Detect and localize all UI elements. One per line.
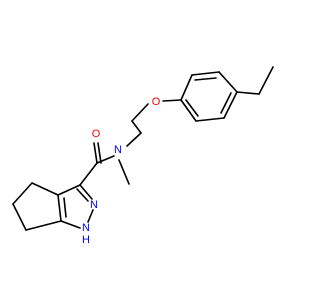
bond-carbonyl-2 bbox=[97, 142, 102, 164]
atom-nitrogen-amide: N bbox=[114, 144, 122, 156]
atom-nitrogen-pyrazole: N bbox=[90, 199, 98, 211]
bond-benzene-1 bbox=[218, 71, 238, 93]
oxygen-ether-label: O bbox=[152, 96, 161, 108]
molecule-structure: O O N N N H bbox=[12, 66, 274, 246]
bond-cyclopentane-3 bbox=[12, 203, 27, 231]
bond-pyrazole-n2-c3-double bbox=[76, 188, 89, 202]
bond-ch2-ch2 bbox=[131, 120, 142, 134]
bond-carbonyl-pyrazole bbox=[79, 162, 98, 186]
bond-benzene-5 bbox=[195, 117, 225, 122]
bond-pyrazole-c6a-n1 bbox=[60, 220, 81, 229]
bond-benzene-6 bbox=[223, 91, 238, 119]
bond-benzene-3 bbox=[180, 74, 193, 101]
bond-n-methyl bbox=[118, 159, 130, 185]
atom-oxygen-ether: O bbox=[152, 96, 161, 108]
bond-carbonyl-1 bbox=[93, 142, 98, 164]
molecule-canvas: O O N N N H bbox=[12, 66, 274, 246]
bond-pyrazole-c3a-c6a-double bbox=[63, 197, 67, 218]
bond-benzene-double-1 bbox=[194, 77, 217, 81]
bond-pyrazole-n1-n2 bbox=[87, 209, 94, 223]
oxygen-carbonyl-label: O bbox=[92, 128, 101, 140]
bond-cyclopentane-1 bbox=[31, 182, 59, 196]
bond-cyclopentane-4 bbox=[25, 220, 62, 231]
bond-benzene-2 bbox=[191, 71, 220, 76]
bond-oxygen-ch2 bbox=[131, 103, 149, 122]
bond-benzene-double-2 bbox=[185, 99, 199, 117]
atom-oxygen-carbonyl: O bbox=[92, 128, 101, 140]
bond-pyrazole-c3-c3a bbox=[57, 184, 81, 196]
bond-ethyl-ch2 bbox=[236, 91, 260, 95]
bond-pyrazole-c3a-c6a bbox=[57, 194, 62, 222]
bond-pyrazole-n2-c3 bbox=[79, 184, 93, 200]
nitrogen-amide-label: N bbox=[114, 144, 122, 156]
bond-benzene-4 bbox=[180, 99, 197, 122]
atom-nitrogen-pyrazole-h: N H bbox=[82, 222, 90, 246]
nitrogen-pyrazole-h-label: N bbox=[82, 222, 90, 234]
bond-amide-n-carbon bbox=[96, 155, 115, 164]
nitrogen-pyrazole-label: N bbox=[90, 199, 98, 211]
bond-ethyl-ch3 bbox=[258, 66, 274, 95]
bond-aryl-oxygen bbox=[162, 99, 182, 102]
bond-ch2-ch2-b bbox=[126, 132, 142, 147]
hydrogen-pyrazole-label: H bbox=[82, 234, 90, 246]
bond-benzene-double-3 bbox=[220, 92, 232, 114]
bond-cyclopentane-2 bbox=[12, 182, 33, 205]
